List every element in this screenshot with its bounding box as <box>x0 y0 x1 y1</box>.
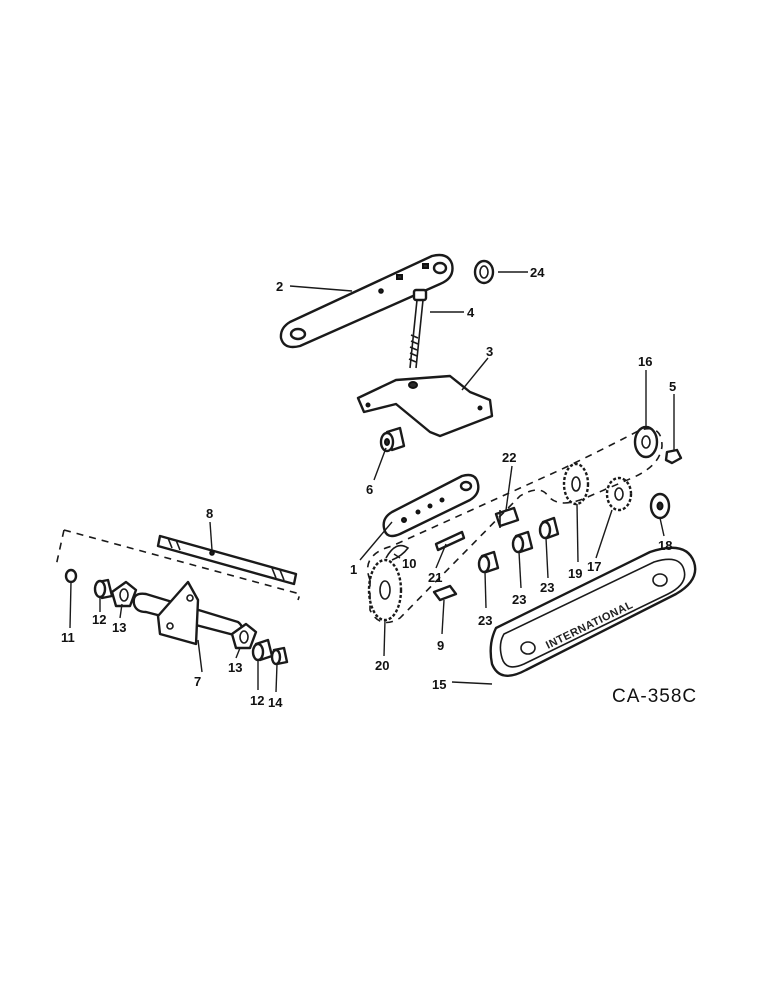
assembly-axis-line <box>55 529 302 601</box>
callout-2: 2 <box>276 279 283 294</box>
part-13-flange-left <box>110 580 138 608</box>
callout-12-right: 12 <box>250 693 264 708</box>
part-8-shaft <box>156 534 298 586</box>
callout-9: 9 <box>437 638 444 653</box>
callout-15: 15 <box>432 677 446 692</box>
part-19-sprocket <box>562 462 590 506</box>
part-3-bracket <box>356 374 494 438</box>
part-2-link-bar <box>279 253 454 349</box>
callout-1: 1 <box>350 562 357 577</box>
callout-16: 16 <box>638 354 652 369</box>
part-13-flange-right <box>230 622 258 650</box>
part-7-shaft-housing <box>132 580 244 646</box>
part-12-bushing-right <box>251 638 274 662</box>
callout-13-right: 13 <box>228 660 242 675</box>
callout-labels: 2 24 4 3 16 5 6 22 8 1 10 21 19 17 18 23… <box>61 265 676 710</box>
callout-18: 18 <box>658 538 672 553</box>
callout-23-a: 23 <box>540 580 554 595</box>
part-14-collar <box>270 646 289 666</box>
callout-23-b: 23 <box>512 592 526 607</box>
part-4-bolt <box>408 288 428 369</box>
part-1-arm-plate <box>382 473 480 538</box>
callout-3: 3 <box>486 344 493 359</box>
callout-23-c: 23 <box>478 613 492 628</box>
part-20-sprocket <box>367 558 403 622</box>
callout-19: 19 <box>568 566 582 581</box>
callout-17: 17 <box>587 559 601 574</box>
callout-24: 24 <box>530 265 545 280</box>
part-21-pin <box>434 530 466 552</box>
callout-7: 7 <box>194 674 201 689</box>
part-18-washer <box>649 492 671 520</box>
part-11-washer <box>64 568 78 584</box>
leader-lines <box>69 271 675 693</box>
part-12-bushing-left <box>93 578 114 600</box>
callout-20: 20 <box>375 658 389 673</box>
callout-12-left: 12 <box>92 612 106 627</box>
callout-11: 11 <box>61 630 75 645</box>
callout-13-left: 13 <box>112 620 126 635</box>
callout-10: 10 <box>402 556 416 571</box>
part-24-ring-washer <box>473 259 495 285</box>
drawing-code: CA-358C <box>612 686 697 707</box>
callout-5: 5 <box>669 379 676 394</box>
callout-4: 4 <box>467 305 475 320</box>
callout-21: 21 <box>428 570 442 585</box>
chain-path <box>366 427 663 624</box>
part-6-spacer <box>379 426 406 453</box>
callout-14: 14 <box>268 695 283 710</box>
part-17-sprocket <box>605 476 633 512</box>
part-23-bushing-b <box>511 530 534 554</box>
callout-6: 6 <box>366 482 373 497</box>
part-5-nut <box>664 448 683 465</box>
part-23-bushing-c <box>477 550 500 574</box>
callout-8: 8 <box>206 506 213 521</box>
part-9-key <box>432 584 458 602</box>
part-23-bushing-a <box>538 516 560 540</box>
part-22-clip <box>494 506 520 528</box>
callout-22: 22 <box>502 450 516 465</box>
part-10-spring-clip <box>385 544 410 561</box>
